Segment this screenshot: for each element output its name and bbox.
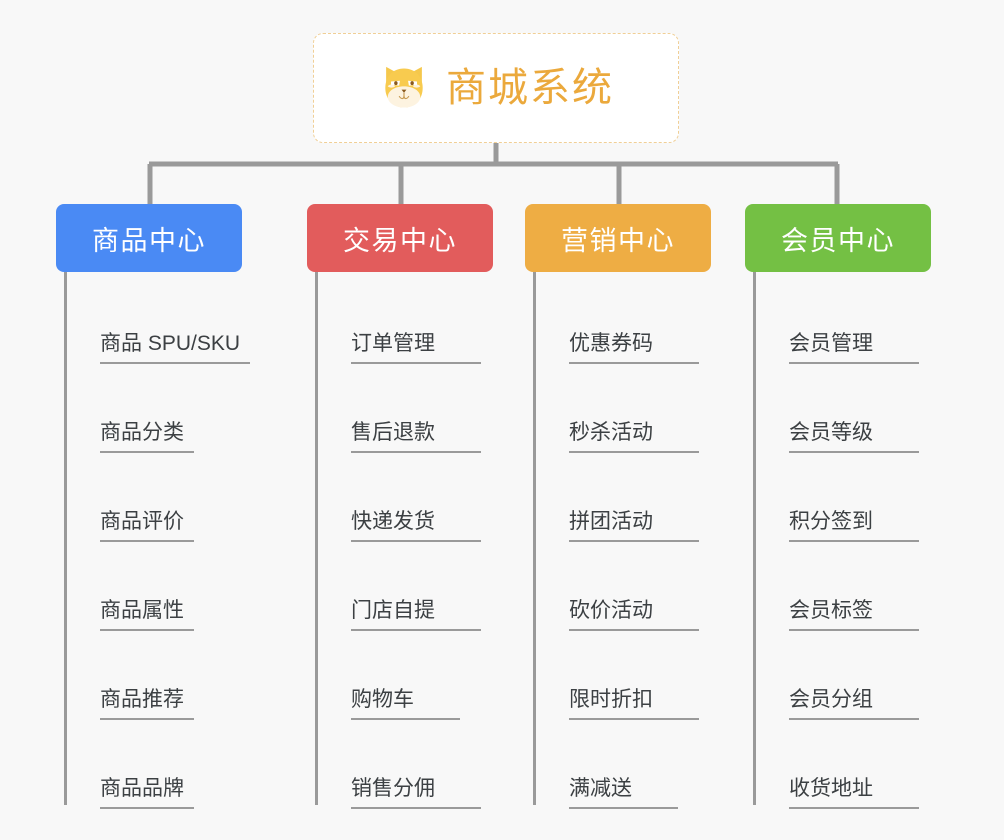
list-item-label: 秒杀活动	[569, 420, 699, 453]
shiba-dog-face-icon	[385, 66, 423, 108]
root-node[interactable]: 商城系统	[313, 33, 679, 143]
list-item-label: 会员分组	[789, 687, 919, 720]
list-item[interactable]: 商品 SPU/SKU	[56, 272, 251, 370]
list-item[interactable]: 快递发货	[307, 459, 497, 548]
list-item[interactable]: 会员标签	[745, 548, 935, 637]
list-item[interactable]: 购物车	[307, 637, 497, 726]
list-item[interactable]: 订单管理	[307, 272, 497, 370]
list-item-label: 商品 SPU/SKU	[100, 331, 251, 364]
list-item[interactable]: 销售分佣	[307, 726, 497, 815]
list-item-label: 收货地址	[789, 776, 919, 809]
branch-header-1[interactable]: 交易中心	[307, 204, 493, 272]
list-item-label: 门店自提	[351, 598, 481, 631]
list-item[interactable]: 秒杀活动	[525, 370, 715, 459]
branch-header-2[interactable]: 营销中心	[525, 204, 711, 272]
branch-column-3: 会员中心 会员管理 会员等级 积分签到 会员标签 会员分组 收货地址	[745, 204, 935, 815]
branch-item-list-3: 会员管理 会员等级 积分签到 会员标签 会员分组 收货地址	[745, 272, 935, 815]
list-item-label: 满减送	[569, 776, 678, 809]
list-item[interactable]: 积分签到	[745, 459, 935, 548]
list-item-label: 售后退款	[351, 420, 481, 453]
list-item[interactable]: 售后退款	[307, 370, 497, 459]
list-item[interactable]: 会员管理	[745, 272, 935, 370]
list-item-label: 商品品牌	[100, 776, 194, 809]
branch-header-0[interactable]: 商品中心	[56, 204, 242, 272]
list-item[interactable]: 砍价活动	[525, 548, 715, 637]
list-item[interactable]: 收货地址	[745, 726, 935, 815]
list-item[interactable]: 拼团活动	[525, 459, 715, 548]
branch-column-0: 商品中心 商品 SPU/SKU 商品分类 商品评价 商品属性 商品推荐 商品品牌	[56, 204, 251, 815]
list-item-label: 会员等级	[789, 420, 919, 453]
list-item-label: 限时折扣	[569, 687, 699, 720]
branch-column-1: 交易中心 订单管理 售后退款 快递发货 门店自提 购物车 销售分佣	[307, 204, 497, 815]
list-item-label: 会员标签	[789, 598, 919, 631]
branch-item-list-0: 商品 SPU/SKU 商品分类 商品评价 商品属性 商品推荐 商品品牌	[56, 272, 251, 815]
list-item[interactable]: 商品品牌	[56, 726, 246, 815]
root-title: 商城系统	[446, 66, 614, 110]
list-item[interactable]: 商品推荐	[56, 637, 246, 726]
list-item-label: 商品评价	[100, 509, 194, 542]
list-item-label: 购物车	[351, 687, 460, 720]
list-item[interactable]: 商品属性	[56, 548, 246, 637]
list-item[interactable]: 会员等级	[745, 370, 935, 459]
branch-column-2: 营销中心 优惠券码 秒杀活动 拼团活动 砍价活动 限时折扣 满减送	[525, 204, 715, 815]
list-item[interactable]: 优惠券码	[525, 272, 715, 370]
list-item[interactable]: 商品评价	[56, 459, 246, 548]
branch-item-list-2: 优惠券码 秒杀活动 拼团活动 砍价活动 限时折扣 满减送	[525, 272, 715, 815]
branch-header-label-1: 交易中心	[343, 225, 457, 256]
list-item-label: 会员管理	[789, 331, 919, 364]
list-item-label: 订单管理	[351, 331, 481, 364]
branch-columns: 商品中心 商品 SPU/SKU 商品分类 商品评价 商品属性 商品推荐 商品品牌…	[0, 204, 1004, 840]
list-item[interactable]: 限时折扣	[525, 637, 715, 726]
branch-item-list-1: 订单管理 售后退款 快递发货 门店自提 购物车 销售分佣	[307, 272, 497, 815]
branch-header-label-0: 商品中心	[92, 225, 206, 256]
list-item-label: 销售分佣	[351, 776, 481, 809]
list-item-label: 快递发货	[351, 509, 481, 542]
list-item-label: 拼团活动	[569, 509, 699, 542]
list-item-label: 商品推荐	[100, 687, 194, 720]
list-item[interactable]: 门店自提	[307, 548, 497, 637]
list-item[interactable]: 商品分类	[56, 370, 246, 459]
list-item[interactable]: 满减送	[525, 726, 715, 815]
branch-header-3[interactable]: 会员中心	[745, 204, 931, 272]
list-item-label: 商品分类	[100, 420, 194, 453]
list-item[interactable]: 会员分组	[745, 637, 935, 726]
branch-header-label-2: 营销中心	[561, 225, 675, 256]
list-item-label: 商品属性	[100, 598, 194, 631]
branch-header-label-3: 会员中心	[781, 225, 895, 256]
list-item-label: 积分签到	[789, 509, 919, 542]
list-item-label: 优惠券码	[569, 331, 699, 364]
list-item-label: 砍价活动	[569, 598, 699, 631]
